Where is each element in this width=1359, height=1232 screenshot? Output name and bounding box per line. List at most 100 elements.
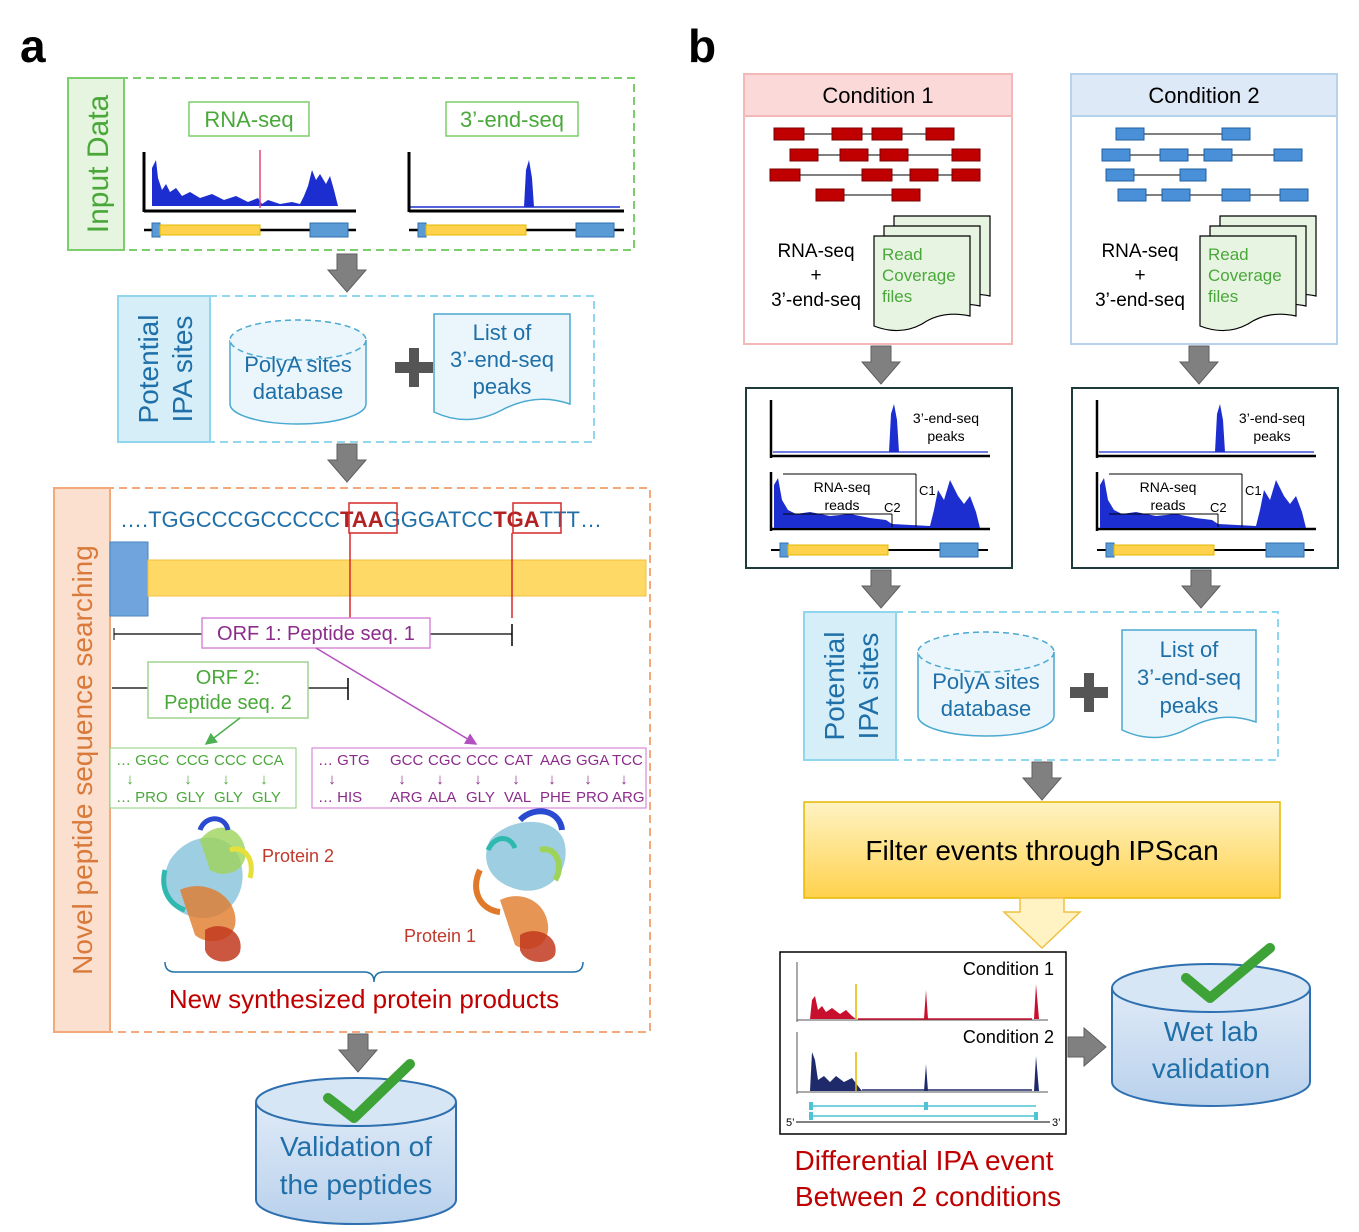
validation-line1: Validation of xyxy=(280,1131,432,1162)
orf1-amino-acid: GLY xyxy=(466,789,495,806)
flow-arrow-a3 xyxy=(337,1033,379,1073)
reads-line2-c2: reads xyxy=(1150,497,1185,513)
db-line1-a: PolyA sites xyxy=(244,352,352,377)
orf1-translation: … GTG↓… HISGCC↓ARGCGC↓ALACCC↓GLYCAT↓VALA… xyxy=(318,752,645,806)
input-data-box: Input Data RNA-seq 3’-end-seq xyxy=(67,77,635,251)
orf2-to-peptide-arrow xyxy=(204,717,241,745)
condition2-title: Condition 2 xyxy=(1148,83,1259,108)
wetlab-validation-cylinder: Wet lab validation xyxy=(1111,963,1311,1107)
orf2-codon: CCA xyxy=(252,752,284,769)
wetlab-line1: Wet lab xyxy=(1164,1016,1258,1047)
peaks-list-document-a: List of 3’-end-seq peaks xyxy=(433,313,571,421)
validation-line2: the peptides xyxy=(280,1169,433,1200)
flow-arrow-b2-right xyxy=(1180,569,1222,609)
orf1-amino-acid: PRO xyxy=(576,789,609,806)
endseq-text-c2: 3’-end-seq xyxy=(1095,290,1185,311)
coverage-line1-c2: Read xyxy=(1208,245,1249,264)
peaks-line1-c2: 3’-end-seq xyxy=(1239,410,1305,426)
reads-line1-c2: RNA-seq xyxy=(1140,479,1197,495)
diff-line1: Differential IPA event xyxy=(795,1145,1054,1176)
c2-label-c2: C2 xyxy=(1210,500,1227,515)
condition1-reads-icon xyxy=(769,127,981,202)
orf2-codon: CCG xyxy=(176,752,209,769)
plus-icon-a xyxy=(395,348,433,387)
filter-output-arrow xyxy=(1002,897,1082,950)
rnaseq-text-c1: RNA-seq xyxy=(777,241,854,262)
orf2-line2: Peptide seq. 2 xyxy=(164,692,292,714)
coverage-files-c2: Read Coverage files xyxy=(1199,215,1317,332)
list-line2-a: 3’-end-seq xyxy=(450,347,554,372)
novel-title: Novel peptide sequence searching xyxy=(67,545,98,975)
orf2-arrow-icon: ↓ xyxy=(184,771,192,788)
orf1-amino-acid: ARG xyxy=(612,789,645,806)
flow-arrow-b2-left xyxy=(860,569,902,609)
stop2-box xyxy=(512,502,562,534)
protein2-structure-image xyxy=(161,816,254,962)
seq-mid: GGGATCC xyxy=(384,507,494,532)
orf1-codon: TCC xyxy=(612,752,643,769)
checkmark-icon-b xyxy=(1181,943,1275,1003)
result-cond1-label: Condition 1 xyxy=(963,959,1054,979)
peaks-line1-c1: 3’-end-seq xyxy=(913,410,979,426)
endseq-coverage-plot xyxy=(407,152,624,238)
input-data-title: Input Data xyxy=(82,94,115,233)
orf2-arrow-icon: ↓ xyxy=(126,771,134,788)
orf1-arrow-icon: ↓ xyxy=(328,771,336,788)
coverage-panel-c2: 3’-end-seq peaks RNA-seq reads C1 C2 xyxy=(1071,387,1339,569)
orf2-amino-acid: GLY xyxy=(252,789,281,806)
list-line3-a: peaks xyxy=(473,374,532,399)
protein2-label: Protein 2 xyxy=(262,846,334,866)
orf2-arrow-icon: ↓ xyxy=(222,771,230,788)
protein1-structure-image xyxy=(473,808,566,962)
flow-arrow-a1 xyxy=(326,253,368,293)
orf1-arrow-icon: ↓ xyxy=(398,771,406,788)
orf1-arrow-icon: ↓ xyxy=(548,771,556,788)
protein1-label: Protein 1 xyxy=(404,926,476,946)
c1-label-c2: C1 xyxy=(1245,483,1262,498)
db-line2-a: database xyxy=(253,379,344,404)
orf1-translation-box xyxy=(311,747,647,809)
orf1-arrow-icon: ↓ xyxy=(474,771,482,788)
potential-title-line2-b: IPA sites xyxy=(853,633,884,740)
c2-label-c1: C2 xyxy=(884,500,901,515)
db-line1-b: PolyA sites xyxy=(932,669,1040,694)
plus-icon-b xyxy=(1070,673,1108,712)
orf2-codon: CCC xyxy=(214,752,247,769)
reads-line1-c1: RNA-seq xyxy=(814,479,871,495)
list-line2-b: 3’-end-seq xyxy=(1137,665,1241,690)
stop-codon-2: TGA xyxy=(493,507,540,532)
diff-line2: Between 2 conditions xyxy=(795,1181,1061,1212)
coverage-line2-c1: Coverage xyxy=(882,266,956,285)
panel-a-label: a xyxy=(20,20,46,72)
flow-arrow-b1-right xyxy=(1178,345,1220,385)
orf1-to-peptide-arrow xyxy=(315,647,478,745)
orf1-arrow-icon: ↓ xyxy=(436,771,444,788)
polya-database-cylinder-a: PolyA sites database xyxy=(229,319,367,425)
seq-suffix: TTT… xyxy=(540,507,602,532)
orf2-line1: ORF 2: xyxy=(196,667,260,689)
panel-b-label: b xyxy=(688,20,716,72)
flow-arrow-a2 xyxy=(326,443,368,483)
orf1-codon: GGA xyxy=(576,752,609,769)
list-line1-a: List of xyxy=(473,320,533,345)
rnaseq-label: RNA-seq xyxy=(204,107,293,132)
condition2-box: Condition 2 RNA-seq + 3’-end-seq Read Co… xyxy=(1070,73,1338,345)
flow-arrow-b1-left xyxy=(860,345,902,385)
coverage-line3-c1: files xyxy=(882,287,912,306)
novel-peptide-box: Novel peptide sequence searching ….TGGCC… xyxy=(53,487,651,1033)
result-cond2-label: Condition 2 xyxy=(963,1027,1054,1047)
checkmark-icon-a xyxy=(323,1059,415,1123)
orf1-codon: CCC xyxy=(466,752,499,769)
potential-title-line1-b: Potential xyxy=(819,632,850,741)
orf1-codon: AAG xyxy=(540,752,572,769)
reads-line2-c1: reads xyxy=(824,497,859,513)
list-line3-b: peaks xyxy=(1160,693,1219,718)
orf1-codon: … GTG xyxy=(318,752,370,769)
plus-text-c1: + xyxy=(810,265,821,286)
differential-result-plot: Condition 1 Condition 2 5’ 3’ xyxy=(779,951,1067,1135)
orf1-label: ORF 1: Peptide seq. 1 xyxy=(217,623,415,645)
coverage-line1-c1: Read xyxy=(882,245,923,264)
c1-label-c1: C1 xyxy=(919,483,936,498)
plus-text-c2: + xyxy=(1134,265,1145,286)
